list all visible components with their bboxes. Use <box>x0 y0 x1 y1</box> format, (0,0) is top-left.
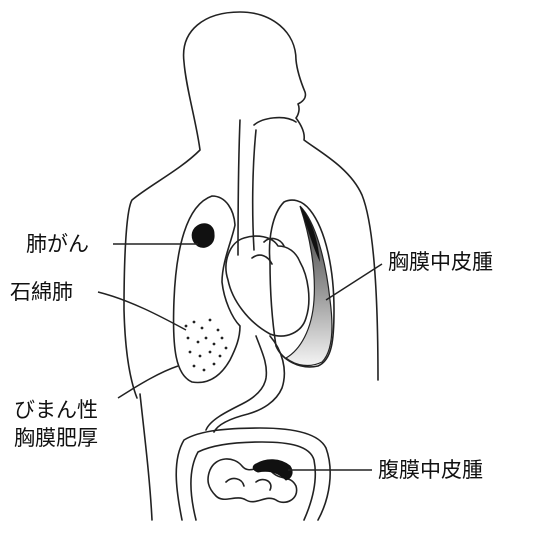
stomach <box>206 336 284 432</box>
label-asbestosis: 石綿肺 <box>10 280 73 304</box>
large-intestine <box>176 428 330 520</box>
pleural-thickening-edge <box>300 206 320 262</box>
flank-line <box>140 394 152 520</box>
label-pleural-mesothelioma: 胸膜中皮腫 <box>388 250 493 274</box>
leader-pleural-mesothelioma <box>326 264 382 300</box>
label-diffuse: びまん性 <box>14 398 98 422</box>
label-lung-cancer: 肺がん <box>26 232 89 256</box>
label-pleural-thickening: 胸膜肥厚 <box>14 426 98 450</box>
body-outline <box>124 12 378 398</box>
leader-pleural-thickening <box>118 366 178 398</box>
label-peritoneal-mesothelioma: 腹膜中皮腫 <box>378 458 483 482</box>
peritoneal-mesothelioma-mass <box>253 460 292 480</box>
asbestosis-dots <box>185 319 228 372</box>
esophagus <box>238 118 296 255</box>
